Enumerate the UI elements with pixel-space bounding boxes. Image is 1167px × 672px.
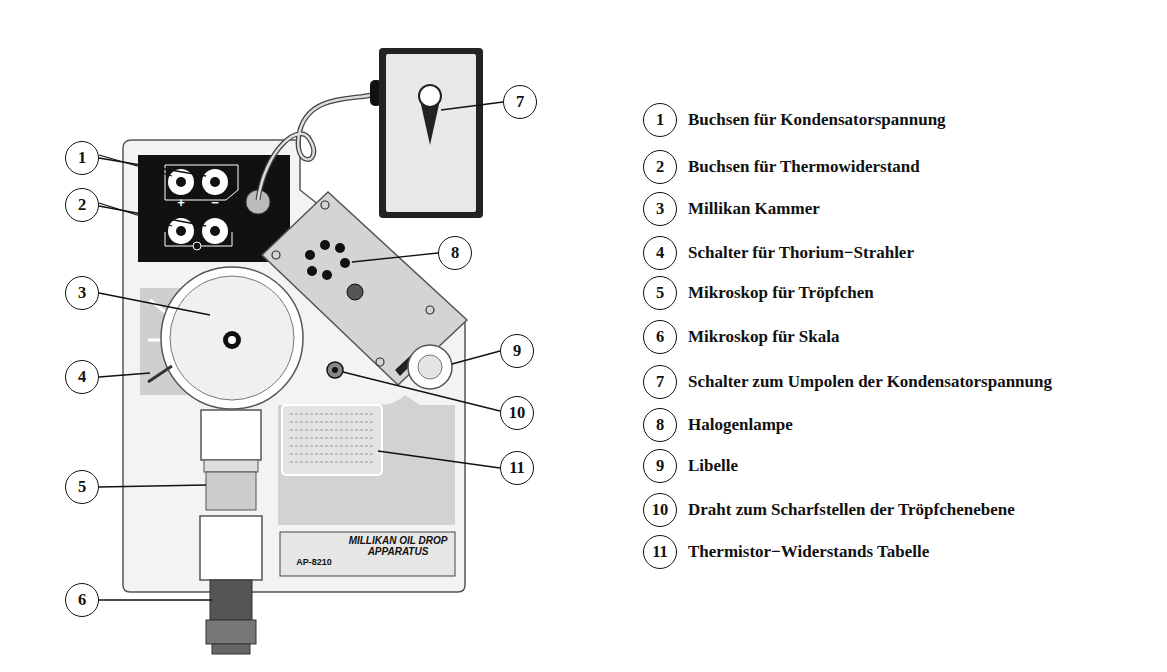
table-panel <box>278 395 455 525</box>
callout-number: 7 <box>504 86 536 118</box>
callout-number: 11 <box>644 536 676 568</box>
switch-knob <box>419 85 441 107</box>
part-description: Thermistor−Widerstands Tabelle <box>688 542 929 562</box>
polarity-sign: − <box>205 196 225 210</box>
callout-number: 11 <box>501 452 533 484</box>
callout-number: 2 <box>66 189 98 221</box>
callout-number: 3 <box>644 193 676 225</box>
callout-circle: 6 <box>65 583 99 617</box>
jack <box>168 169 228 250</box>
callout-number: 9 <box>644 450 676 482</box>
legend-circle: 4Schalter für Thorium−Strahler <box>643 236 677 270</box>
focus-wire <box>332 367 338 373</box>
callout-number: 4 <box>644 237 676 269</box>
callout-circle: 3 <box>65 276 99 310</box>
callout-number: 10 <box>644 494 676 526</box>
legend-circle: 2Buchsen für Thermowiderstand <box>643 150 677 184</box>
droplet-microscope <box>200 516 262 580</box>
part-description: Libelle <box>688 456 738 476</box>
legend-circle: 6Mikroskop für Skala <box>643 320 677 354</box>
part-description: Mikroskop für Skala <box>688 327 839 347</box>
part-description: Halogenlampe <box>688 415 793 435</box>
callout-number: 9 <box>501 335 533 367</box>
callout-circle: 1 <box>65 141 99 175</box>
callout-circle: 11 <box>500 451 534 485</box>
focus-wire <box>327 362 343 378</box>
callout-number: 8 <box>644 409 676 441</box>
part-description: Schalter zum Umpolen der Kondensatorspan… <box>688 372 1052 392</box>
droplet-microscope <box>204 460 258 472</box>
legend-circle: 1Buchsen für Kondensatorspannung <box>643 103 677 137</box>
nameplate-text: MILLIKAN OIL DROP APPARATUS <box>346 535 450 557</box>
legend-circle: 5Mikroskop für Tröpfchen <box>643 276 677 310</box>
callout-number: 5 <box>66 471 98 503</box>
callout-number: 1 <box>644 104 676 136</box>
thorium-switch <box>148 366 172 382</box>
part-description: Buchsen für Kondensatorspannung <box>688 110 946 130</box>
callout-circle: 7 <box>503 85 537 119</box>
callout-circle: 8 <box>438 236 472 270</box>
callout-number: 1 <box>66 142 98 174</box>
scale-microscope <box>212 644 250 654</box>
callout-number: 10 <box>501 397 533 429</box>
cable <box>258 95 372 200</box>
polarity-sign: + <box>171 196 191 210</box>
leader-line <box>99 102 503 600</box>
legend-circle: 3Millikan Kammer <box>643 192 677 226</box>
callout-number: 5 <box>644 277 676 309</box>
callout-circle: 5 <box>65 470 99 504</box>
lamp-vents <box>305 240 350 280</box>
callout-number: 8 <box>439 237 471 269</box>
chamber-hole <box>223 331 241 349</box>
droplet-microscope <box>201 410 261 460</box>
part-description: Mikroskop für Tröpfchen <box>688 283 874 303</box>
lamp-screw <box>347 284 363 300</box>
millikan-chamber <box>170 276 294 400</box>
nameplate <box>280 532 455 576</box>
panel-marking <box>165 165 238 200</box>
callout-number: 4 <box>66 361 98 393</box>
legend-circle: 11Thermistor−Widerstands Tabelle <box>643 535 677 569</box>
callout-circle: 2 <box>65 188 99 222</box>
legend-circle: 10Draht zum Scharfstellen der Tröpfchene… <box>643 493 677 527</box>
callout-number: 7 <box>644 366 676 398</box>
callout-number: 6 <box>644 321 676 353</box>
callout-circle: 9 <box>500 334 534 368</box>
droplet-microscope <box>206 472 256 510</box>
millikan-chamber <box>161 267 303 409</box>
spirit-level <box>418 355 442 379</box>
scale-microscope <box>210 580 252 620</box>
legend-circle: 8Halogenlampe <box>643 408 677 442</box>
table-rows <box>290 414 374 462</box>
scale-microscope <box>206 620 256 644</box>
legend-circle: 7Schalter zum Umpolen der Kondensatorspa… <box>643 365 677 399</box>
callout-number: 3 <box>66 277 98 309</box>
switch-box <box>379 48 483 218</box>
callout-number: 6 <box>66 584 98 616</box>
switch-box <box>386 54 476 212</box>
spirit-level <box>408 345 452 389</box>
nameplate-text: AP-8210 <box>286 558 342 568</box>
callout-circle: 10 <box>500 396 534 430</box>
part-description: Millikan Kammer <box>688 199 820 219</box>
legend-circle: 9Libelle <box>643 449 677 483</box>
chamber-hole <box>228 336 236 344</box>
part-description: Schalter für Thorium−Strahler <box>688 243 914 263</box>
part-description: Buchsen für Thermowiderstand <box>688 157 920 177</box>
callout-number: 2 <box>644 151 676 183</box>
cable <box>258 95 372 200</box>
part-description: Draht zum Scharfstellen der Tröpfchenebe… <box>688 500 1015 520</box>
thermistor-table <box>282 405 382 475</box>
callout-circle: 4 <box>65 360 99 394</box>
